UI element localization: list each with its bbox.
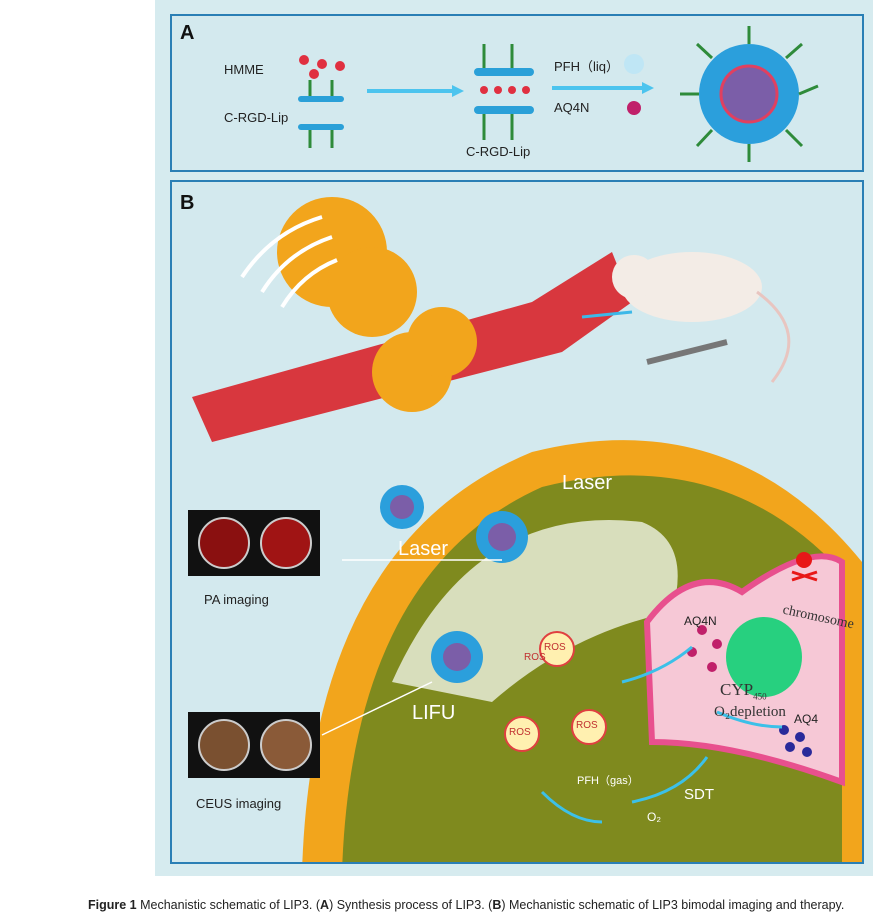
syringe	[646, 339, 728, 365]
figure-caption: Figure 1 Mechanistic schematic of LIP3. …	[88, 898, 844, 912]
ros-label: ROS	[524, 652, 546, 663]
liposome-product	[680, 26, 819, 162]
aq4n-label: AQ4N	[554, 100, 590, 115]
caption-b: B	[492, 898, 502, 912]
panel-b: B PA imaging CEUS imaging Laser Laser LI…	[170, 180, 864, 864]
caption-text: ) Synthesis process of LIP3. (	[329, 898, 493, 912]
skull-icon	[791, 552, 818, 582]
sdt-label: SDT	[684, 786, 714, 803]
cytoplasm	[342, 475, 842, 862]
c-rgd-lip-label: C-RGD-Lip	[224, 110, 289, 125]
lipid-bilayer-mid	[474, 68, 534, 114]
panel-a: A HMME C-RGD-Lip C-RGD-Lip PFH（liq） AQ4N	[170, 14, 864, 172]
pfh-label: PFH（liq）	[554, 59, 620, 74]
aq4-dots	[779, 725, 812, 757]
c-rgd-lip-mid-label: C-RGD-Lip	[466, 144, 531, 159]
mouse	[612, 252, 791, 383]
free-liposome	[380, 485, 424, 529]
cyp-text: CYP	[720, 680, 754, 699]
pfh-droplet	[624, 54, 644, 74]
ros-label: ROS	[544, 642, 566, 653]
cyp-label: CYP450	[720, 680, 767, 701]
pa-liposome	[476, 511, 528, 563]
ros-label: ROS	[576, 720, 598, 731]
aq4n-molecule	[627, 101, 641, 115]
laser-label-left: Laser	[398, 538, 449, 560]
laser-label-top: Laser	[562, 472, 613, 494]
pfh-gas-label: PFH（gas）	[577, 775, 639, 787]
caption-figure-number: Figure 1	[88, 898, 137, 912]
lifu-liposome	[431, 631, 483, 683]
caption-text: Mechanistic schematic of LIP3. (	[136, 898, 321, 912]
ceus-imaging-image	[188, 712, 320, 778]
lifu-label: LIFU	[412, 702, 456, 724]
o2-depletion-label: O₂depletion	[714, 704, 786, 720]
pa-imaging-image	[188, 510, 320, 576]
pa-imaging-label: PA imaging	[204, 592, 269, 607]
arrows	[540, 645, 783, 824]
mechanism-illustration	[192, 197, 862, 862]
panel-b-label: B	[180, 192, 195, 214]
o2-label: O₂	[647, 810, 661, 824]
panel-a-label: A	[180, 22, 195, 44]
cyp-subscript: 450	[753, 691, 767, 702]
aq4-label: AQ4	[794, 712, 819, 726]
ceus-imaging-label: CEUS imaging	[196, 796, 282, 811]
aq4n-label: AQ4N	[684, 614, 717, 628]
hmme-label: HMME	[224, 62, 264, 77]
nucleolus	[726, 617, 802, 697]
ros-bursts	[504, 631, 607, 752]
caption-a: A	[320, 898, 330, 912]
synthesis-illustration	[298, 26, 819, 162]
ros-label: ROS	[509, 727, 531, 738]
caption-text: ) Mechanistic schematic of LIP3 bimodal …	[501, 898, 845, 912]
ultrasound-waves	[240, 215, 338, 309]
hmme-molecules	[299, 55, 345, 79]
lipid-bilayer-left	[298, 96, 344, 130]
